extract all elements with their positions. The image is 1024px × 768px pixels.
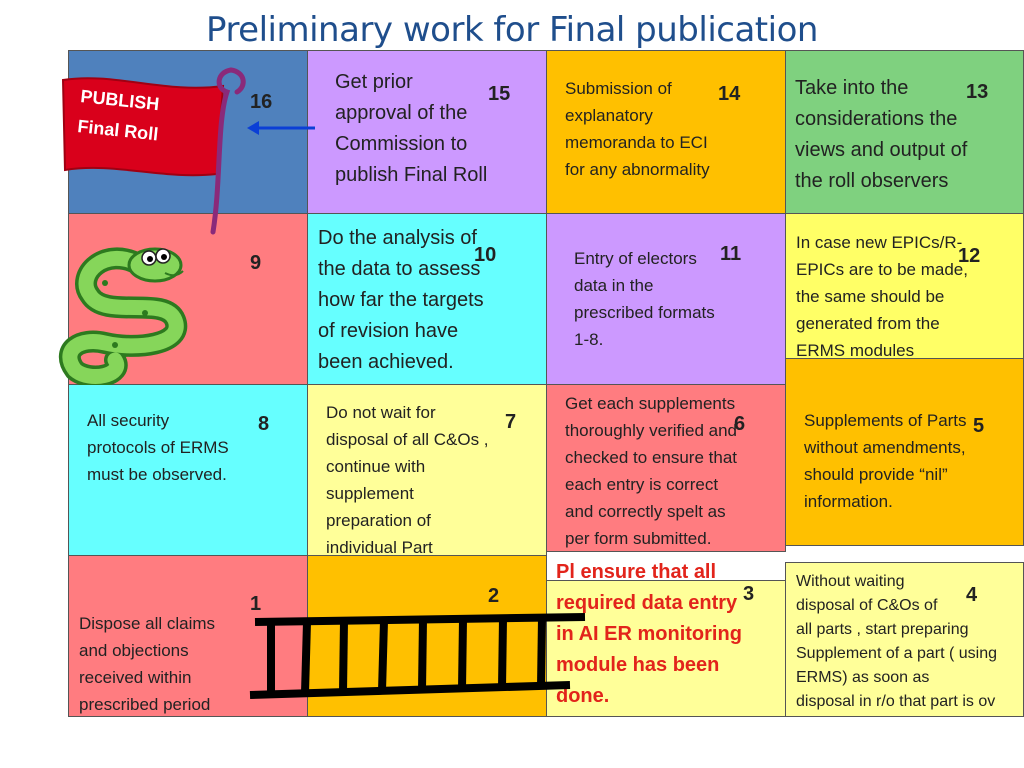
cell-number: 7 [505, 411, 517, 433]
cell-15: Get prior approval of the Commission to … [307, 50, 547, 214]
cell-number: 12 [958, 245, 981, 267]
cell-text: Submission of explanatory memoranda to E… [565, 79, 710, 179]
cell-3-number: 3 [743, 583, 755, 605]
cell-text: Without waiting disposal of C&Os of all … [796, 573, 998, 710]
cell-number: 4 [966, 584, 978, 606]
cell-text: Get each supplements thoroughly verified… [565, 394, 738, 548]
flag-icon: PUBLISH Final Roll [61, 67, 246, 235]
cell-14: Submission of explanatory memoranda to E… [546, 50, 786, 214]
cell-number: 13 [966, 81, 989, 103]
snake-icon [58, 247, 188, 385]
cell-text: Take into the considerations the views a… [795, 77, 968, 192]
cell-4: Without waiting disposal of C&Os of all … [785, 562, 1024, 717]
ladder-icon [249, 613, 586, 699]
cell-13: Take into the considerations the views a… [785, 50, 1024, 214]
cell-text: Do the analysis of the data to assess ho… [318, 227, 484, 373]
cell-8: All security protocols of ERMS must be o… [68, 384, 308, 556]
cell-number: 6 [734, 413, 746, 435]
cell-10: Do the analysis of the data to assess ho… [307, 213, 547, 385]
cell-number: 14 [718, 83, 741, 105]
cell-number: 16 [250, 91, 273, 113]
cell-text: All security protocols of ERMS must be o… [87, 411, 229, 484]
cell-3 [546, 580, 786, 717]
cell-number: 5 [973, 415, 985, 437]
cell-text: Supplements of Parts without amendments,… [804, 411, 967, 511]
cell-12: In case new EPICs/R- EPICs are to be mad… [785, 213, 1024, 359]
cell-7: Do not wait for disposal of all C&Os , c… [307, 384, 547, 556]
left-arrow-icon [247, 121, 315, 135]
cell-text: In case new EPICs/R- EPICs are to be mad… [796, 233, 968, 359]
cell-number: 9 [250, 252, 262, 274]
page-title: Preliminary work for Final publication [206, 10, 818, 50]
cell-text: Dispose all claims and objections receiv… [79, 614, 216, 714]
cell-text: Do not wait for disposal of all C&Os , c… [326, 403, 489, 556]
cell-text: Entry of electors data in the prescribed… [574, 249, 715, 349]
cell-3-text: Pl ensure that all required data entry i… [556, 561, 742, 707]
cell-5: Supplements of Parts without amendments,… [785, 358, 1024, 546]
cell-number: 8 [258, 413, 270, 435]
cell-number: 1 [250, 593, 262, 615]
cell-number: 2 [488, 585, 500, 607]
cell-text: Get prior approval of the Commission to … [335, 71, 488, 186]
cell-6: Get each supplements thoroughly verified… [546, 384, 786, 552]
cell-number: 10 [474, 244, 497, 266]
cell-number: 15 [488, 83, 511, 105]
cell-11: Entry of electors data in the prescribed… [546, 213, 786, 385]
cell-number: 11 [720, 243, 742, 265]
